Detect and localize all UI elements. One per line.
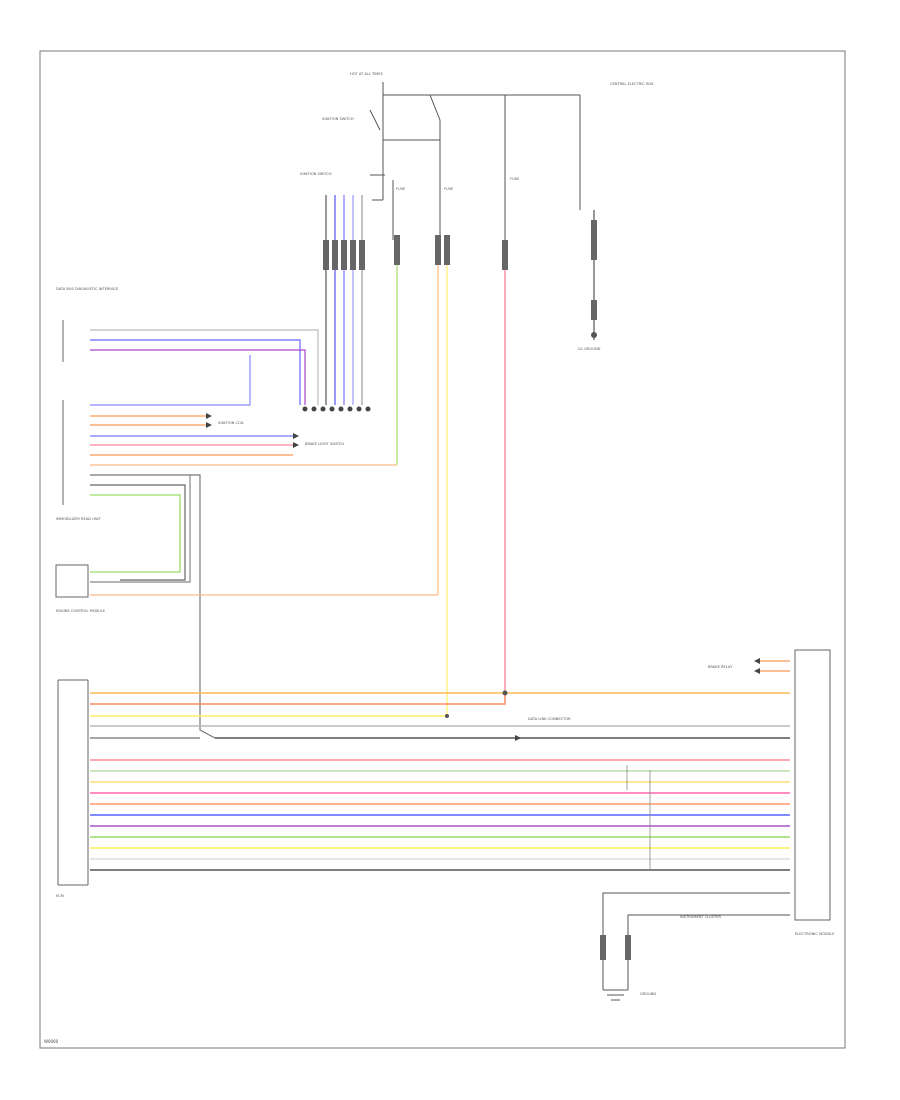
brake-light-switch-label: BRAKE LIGHT SWITCH <box>305 442 344 446</box>
brake-relay-wires <box>760 660 790 672</box>
ignition-switch-group <box>369 82 581 240</box>
ground-right-label: G1 GROUND <box>578 347 601 351</box>
diagram-frame <box>39 50 846 1049</box>
ignition-coil-label: IGNITION COIL <box>218 421 244 425</box>
mid-left-wires <box>90 355 397 739</box>
junction-red <box>502 690 508 696</box>
hot-at-all-times-label: HOT AT ALL TIMES <box>350 72 384 76</box>
fuse-c-label: FUSE <box>510 177 520 181</box>
bottom-code-label: W0000 <box>44 1039 59 1044</box>
ecm-label: ENGINE CONTROL MODULE <box>56 609 106 613</box>
junction-dots <box>302 406 371 412</box>
module-right-label: ELECTRONIC MODULE <box>795 932 835 936</box>
junction-yellow <box>445 714 449 718</box>
data-link-label: DATA LINK CONNECTOR <box>528 717 571 721</box>
ground-bottom-label: GROUND <box>640 992 656 996</box>
connector-markers-top <box>323 220 597 320</box>
mid-left-arrows <box>206 413 299 448</box>
brake-relay-arrows <box>754 658 760 674</box>
immobilizer-label: IMMOBILIZER READ UNIT <box>56 517 102 521</box>
ecm-wires <box>90 475 438 596</box>
fuse-a-label: FUSE <box>396 187 406 191</box>
ecm-block <box>55 564 89 598</box>
lower-ground-wires <box>590 869 790 990</box>
switch-vertical-wires <box>325 195 595 715</box>
dash-module-wires <box>90 329 319 405</box>
ground-right-marker <box>591 332 597 338</box>
lower-connectors <box>600 935 631 960</box>
brake-relay-label: BRAKE RELAY <box>708 665 733 669</box>
ignition-switch-mid-label: IGNITION SWITCH <box>300 172 332 176</box>
right-module-box <box>794 649 831 921</box>
fuse-b-label: FUSE <box>444 187 454 191</box>
ground-symbol <box>603 989 628 1001</box>
ignition-switch-label: IGNITION SWITCH <box>322 117 354 121</box>
cluster-bus-wires <box>90 692 790 871</box>
central-electric-box-label: CENTRAL ELECTRIC BOX <box>610 82 654 86</box>
instrument-cluster-label: INSTRUMENT CLUSTER <box>680 915 721 919</box>
cluster-label: ECM <box>56 894 64 898</box>
dash-module-label: DATA BUS DIAGNOSTIC INTERFACE <box>56 287 119 291</box>
data-link-arrow <box>515 735 521 741</box>
